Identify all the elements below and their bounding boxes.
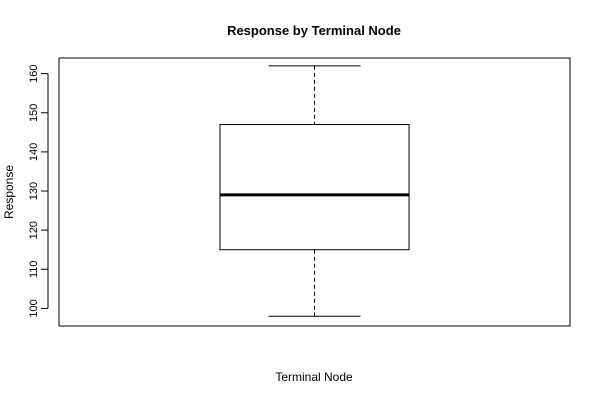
y-tick-label-130: 130 <box>28 182 40 200</box>
y-tick-label-100: 100 <box>28 299 40 317</box>
y-tick-label-110: 110 <box>28 260 40 278</box>
chart-title: Response by Terminal Node <box>227 23 401 38</box>
y-tick-label-140: 140 <box>28 143 40 161</box>
box-layer <box>219 65 410 317</box>
box-iqr <box>219 124 410 251</box>
y-tick-label-120: 120 <box>28 221 40 239</box>
y-axis-label: Response <box>2 165 16 219</box>
box-0 <box>219 65 410 317</box>
y-axis: 100 110 120 130 140 150 160 <box>28 64 49 318</box>
y-tick-label-150: 150 <box>28 104 40 122</box>
y-tick-label-160: 160 <box>28 64 40 82</box>
x-axis-label: Terminal Node <box>275 370 353 384</box>
plot-frame <box>58 57 571 327</box>
